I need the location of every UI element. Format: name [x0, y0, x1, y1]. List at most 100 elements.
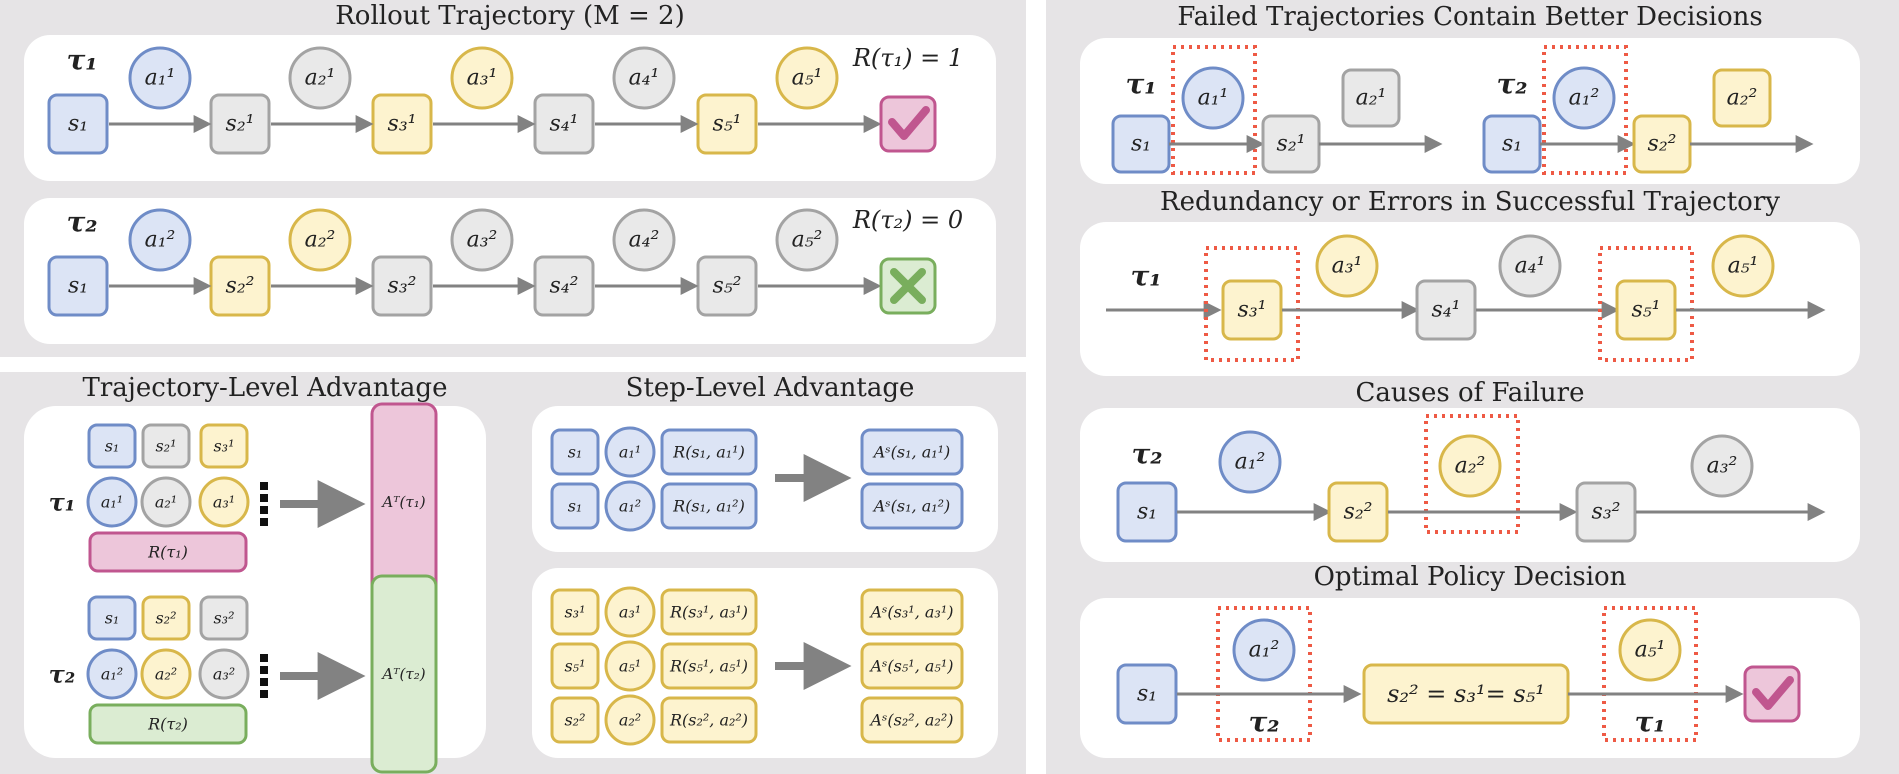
failed-t1-label: τ₁ — [1125, 68, 1156, 101]
redundancy-highlight-2 — [1598, 246, 1694, 362]
failed-t2-a2 — [1712, 68, 1772, 128]
traj-adv-1-state-1 — [87, 423, 137, 469]
step-yellow-3-reward — [660, 696, 758, 744]
traj2-action-2 — [288, 208, 352, 272]
redundancy-s3-label: s₃¹ — [1238, 298, 1267, 323]
traj2-state-5-label: s₅² — [713, 274, 742, 299]
traj-adv-2-state-1-label: s₁ — [105, 609, 120, 628]
traj-adv-2-state-3 — [199, 595, 249, 641]
traj-adv-1-dot-3 — [260, 506, 268, 514]
redundancy-s5 — [1615, 279, 1677, 341]
traj-adv-1-reward — [88, 531, 248, 573]
redundancy-a3-label: a₃¹ — [1332, 254, 1363, 279]
failed-t2-highlight — [1542, 45, 1628, 175]
traj-adv-2-state-1 — [87, 595, 137, 641]
traj1-action-1 — [128, 46, 192, 110]
optimal-a5-label: a₅¹ — [1635, 638, 1666, 663]
optimal-a1 — [1232, 618, 1296, 682]
causes-s2-label: s₂² — [1344, 500, 1373, 525]
optimal-merged-label: s₂² = s₃¹= s₅¹ — [1387, 680, 1545, 708]
traj2-state-1 — [47, 255, 109, 317]
traj-adv-2-action-2 — [140, 648, 192, 700]
failed-t2-a1 — [1552, 66, 1616, 130]
step-blue-1-reward — [660, 428, 758, 476]
traj2-state-2-label: s₂² — [226, 274, 255, 299]
redundancy-s3 — [1221, 279, 1283, 341]
redundancy-a4 — [1498, 234, 1562, 298]
redundancy-a3 — [1315, 234, 1379, 298]
traj1-label: τ₁ — [66, 44, 97, 77]
step-yellow-3-advantage-label: Aˢ(s₂², a₂²) — [868, 711, 953, 730]
traj-adv-1-state-2-label: s₂¹ — [155, 437, 176, 456]
failed-title: Failed Trajectories Contain Better Decis… — [1177, 2, 1763, 32]
failed-t2-a2-label: a₂² — [1727, 86, 1758, 111]
causes-a3-label: a₃² — [1707, 454, 1738, 479]
failed-t1-a1 — [1181, 66, 1245, 130]
traj1-state-3-label: s₃¹ — [388, 112, 417, 137]
traj-adv-1-state-3-label: s₃¹ — [213, 437, 234, 456]
step-blue-2-advantage-label: Aˢ(s₁, a₁²) — [872, 497, 951, 516]
failed-t1-s2-label: s₂¹ — [1277, 132, 1306, 157]
traj2-result-cross-icon — [890, 268, 926, 304]
optimal-a1-label: a₁² — [1249, 638, 1280, 663]
causes-s3-label: s₃² — [1592, 500, 1621, 525]
traj-adv-1-action-1-label: a₁¹ — [101, 493, 123, 512]
causes-a1-label: a₁² — [1235, 450, 1266, 475]
step-yellow-1-reward-label: R(s₃¹, a₃¹) — [669, 603, 748, 622]
step-yellow-2-advantage-label: Aˢ(s₅¹, a₅¹) — [868, 657, 953, 676]
traj1-result-check-icon — [888, 106, 930, 140]
redundancy-a4-label: a₄¹ — [1515, 254, 1546, 279]
causes-s3 — [1575, 481, 1637, 543]
redundancy-a5 — [1711, 234, 1775, 298]
traj-adv-2-action-1-label: a₁² — [101, 665, 123, 684]
traj-adv-2-state-2-label: s₂² — [155, 609, 176, 628]
traj-adv-2-reward — [88, 703, 248, 745]
redundancy-a5-label: a₅¹ — [1728, 254, 1759, 279]
traj1-state-4-label: s₄¹ — [550, 112, 579, 137]
traj-adv-1-action-1 — [86, 476, 138, 528]
traj2-state-4-label: s₄² — [550, 274, 579, 299]
step-blue-1-state-label: s₁ — [568, 443, 583, 462]
traj1-action-4 — [612, 46, 676, 110]
failed-t2-a1-label: a₁² — [1569, 86, 1600, 111]
causes-s2 — [1327, 481, 1389, 543]
step-yellow-3-action — [604, 694, 656, 746]
traj-adv-1-action-3 — [198, 476, 250, 528]
traj-adv-1-state-2 — [141, 423, 191, 469]
traj1-state-2-label: s₂¹ — [226, 112, 255, 137]
traj1-action-1-label: a₁¹ — [145, 66, 176, 91]
step-blue-1-state — [550, 428, 600, 476]
step-blue-2-state — [550, 482, 600, 530]
causes-a2 — [1438, 434, 1502, 498]
traj2-action-3-label: a₃² — [467, 228, 498, 253]
traj-adv-2-action-1 — [86, 648, 138, 700]
traj-adv-2-action-3 — [198, 648, 250, 700]
traj1-state-1-label: s₁ — [68, 112, 88, 137]
redundancy-title: Redundancy or Errors in Successful Traje… — [1160, 187, 1780, 217]
traj-adv-2-dot-2 — [260, 666, 268, 674]
traj1-state-1 — [47, 93, 109, 155]
traj2-action-5 — [775, 208, 839, 272]
redundancy-highlight-1 — [1204, 246, 1300, 362]
traj1-action-3 — [450, 46, 514, 110]
step-yellow-3-reward-label: R(s₂², a₂²) — [669, 711, 748, 730]
traj2-action-1-label: a₁² — [145, 228, 176, 253]
traj1-action-2-label: a₂¹ — [305, 66, 336, 91]
traj1-action-4-label: a₄¹ — [629, 66, 660, 91]
traj-adv-2-state-2 — [141, 595, 191, 641]
traj2-state-1-label: s₁ — [68, 274, 88, 299]
traj-adv-2-action-3-label: a₃² — [213, 665, 235, 684]
traj-adv-2-label: τ₂ — [49, 660, 76, 689]
traj-adv-1-dot-4 — [260, 518, 268, 526]
failed-t2-s2-label: s₂² — [1648, 132, 1677, 157]
failed-t2-label: τ₂ — [1496, 68, 1527, 101]
failed-t1-s1-label: s₁ — [1131, 132, 1151, 157]
traj1-action-5-label: a₅¹ — [792, 66, 823, 91]
step-yellow-2-reward — [660, 642, 758, 690]
traj2-state-3-label: s₃² — [388, 274, 417, 299]
traj-adv-1-action-3-label: a₃¹ — [213, 493, 235, 512]
traj1-action-3-label: a₃¹ — [467, 66, 498, 91]
optimal-s1-label: s₁ — [1137, 682, 1157, 707]
step-blue-2-reward-label: R(s₁, a₁²) — [672, 497, 745, 516]
